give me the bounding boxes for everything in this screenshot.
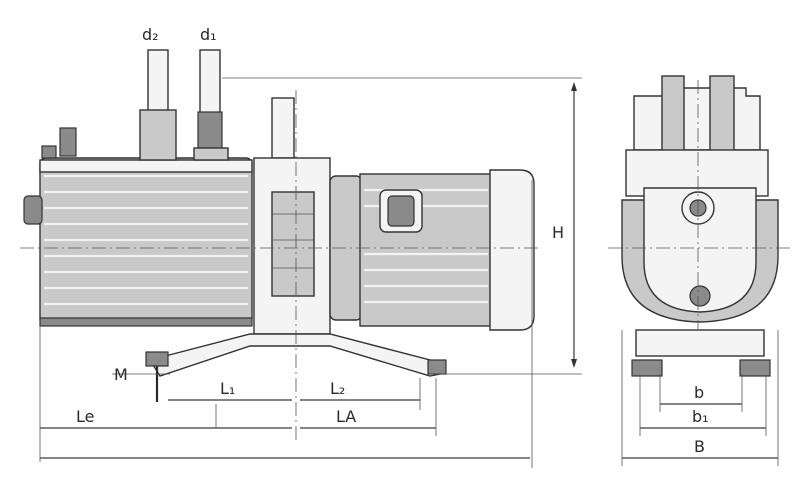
dim-B bbox=[621, 330, 779, 466]
end-view bbox=[608, 75, 792, 466]
dim-H bbox=[222, 77, 582, 375]
base-frame bbox=[145, 333, 447, 402]
dim-overall-length bbox=[40, 180, 533, 468]
dim-Le-LA bbox=[39, 326, 437, 462]
pump-cooling-fins bbox=[44, 174, 248, 306]
label-B: B bbox=[694, 437, 705, 456]
label-b1: b₁ bbox=[692, 407, 709, 426]
dim-b1 bbox=[639, 376, 767, 436]
dim-L1-L2 bbox=[168, 378, 421, 410]
pipe-d1 bbox=[193, 49, 229, 161]
motor bbox=[329, 169, 535, 331]
label-b: b bbox=[694, 383, 704, 402]
label-H: H bbox=[552, 223, 564, 242]
label-Le: Le bbox=[76, 407, 94, 426]
label-d1: d₁ bbox=[200, 25, 217, 44]
label-LA: LA bbox=[336, 407, 356, 426]
label-M: M bbox=[114, 365, 128, 384]
label-L2: L₂ bbox=[330, 379, 345, 398]
dim-b bbox=[659, 374, 743, 412]
coupling-bracket bbox=[253, 97, 331, 335]
motor-cooling-fins bbox=[364, 188, 488, 304]
label-d2: d₂ bbox=[142, 25, 159, 44]
pipe-d2 bbox=[139, 49, 177, 161]
pump-body bbox=[23, 127, 253, 327]
label-L1: L₁ bbox=[220, 379, 235, 398]
side-view bbox=[20, 49, 582, 468]
